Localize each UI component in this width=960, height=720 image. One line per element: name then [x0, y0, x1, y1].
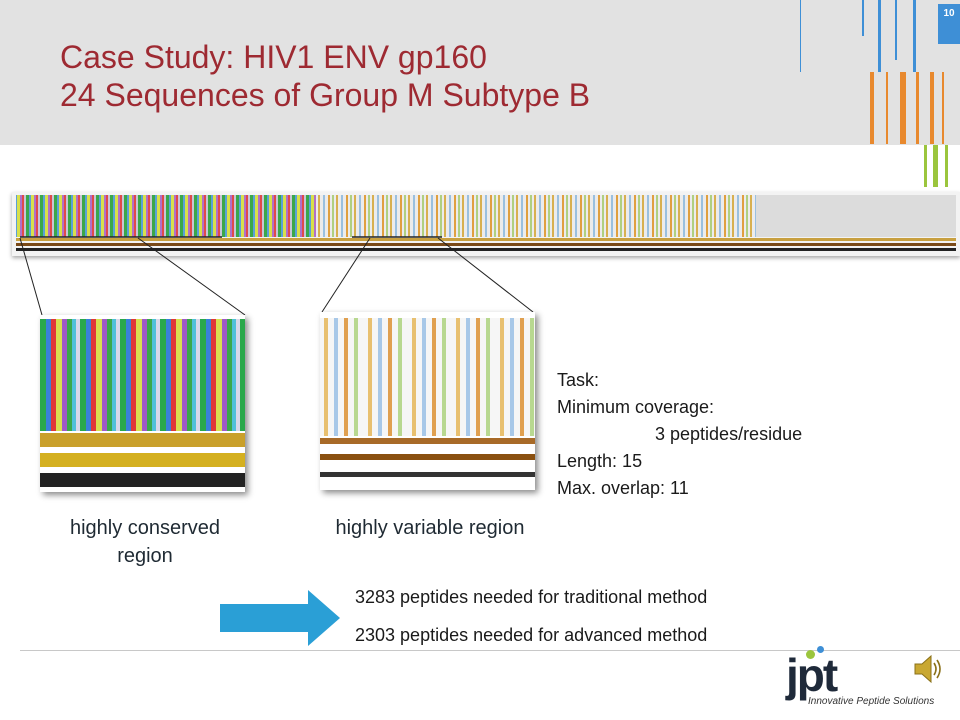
- task-heading: Task:: [557, 370, 600, 390]
- traditional-result: 3283 peptides needed for traditional met…: [355, 587, 708, 607]
- right-arrow-icon: [220, 590, 340, 646]
- title-line-1: Case Study: HIV1 ENV gp160: [60, 39, 487, 75]
- variable-region-image: [320, 312, 535, 490]
- footer-rule: [20, 650, 960, 651]
- conserved-caption: highly conserved region: [69, 517, 221, 567]
- slide-title: Case Study: HIV1 ENV gp160 24 Sequences …: [60, 38, 590, 114]
- task-block: Task: Minimum coverage: 3 peptides/resid…: [557, 367, 857, 502]
- logo-dot-blue: [817, 646, 824, 653]
- conserved-region-image: [40, 315, 245, 492]
- slide-number: 10: [938, 4, 960, 44]
- variable-caption: highly variable region: [335, 517, 525, 539]
- coverage-value: 3 peptides/residue: [655, 424, 803, 444]
- logo-dot-green: [806, 650, 815, 659]
- length-text: Length: 15: [557, 451, 643, 471]
- coverage-label: Minimum coverage:: [557, 397, 715, 417]
- jpt-logo: jpt Innovative Peptide Solutions: [786, 646, 946, 712]
- title-line-2: 24 Sequences of Group M Subtype B: [60, 77, 591, 113]
- overlap-text: Max. overlap: 11: [557, 478, 689, 498]
- logo-wordmark: jpt: [786, 649, 838, 701]
- speaker-icon[interactable]: [913, 652, 943, 686]
- alignment-overview-image: [12, 192, 960, 256]
- advanced-result: 2303 peptides needed for advanced method: [355, 625, 708, 645]
- logo-tagline: Innovative Peptide Solutions: [808, 696, 935, 707]
